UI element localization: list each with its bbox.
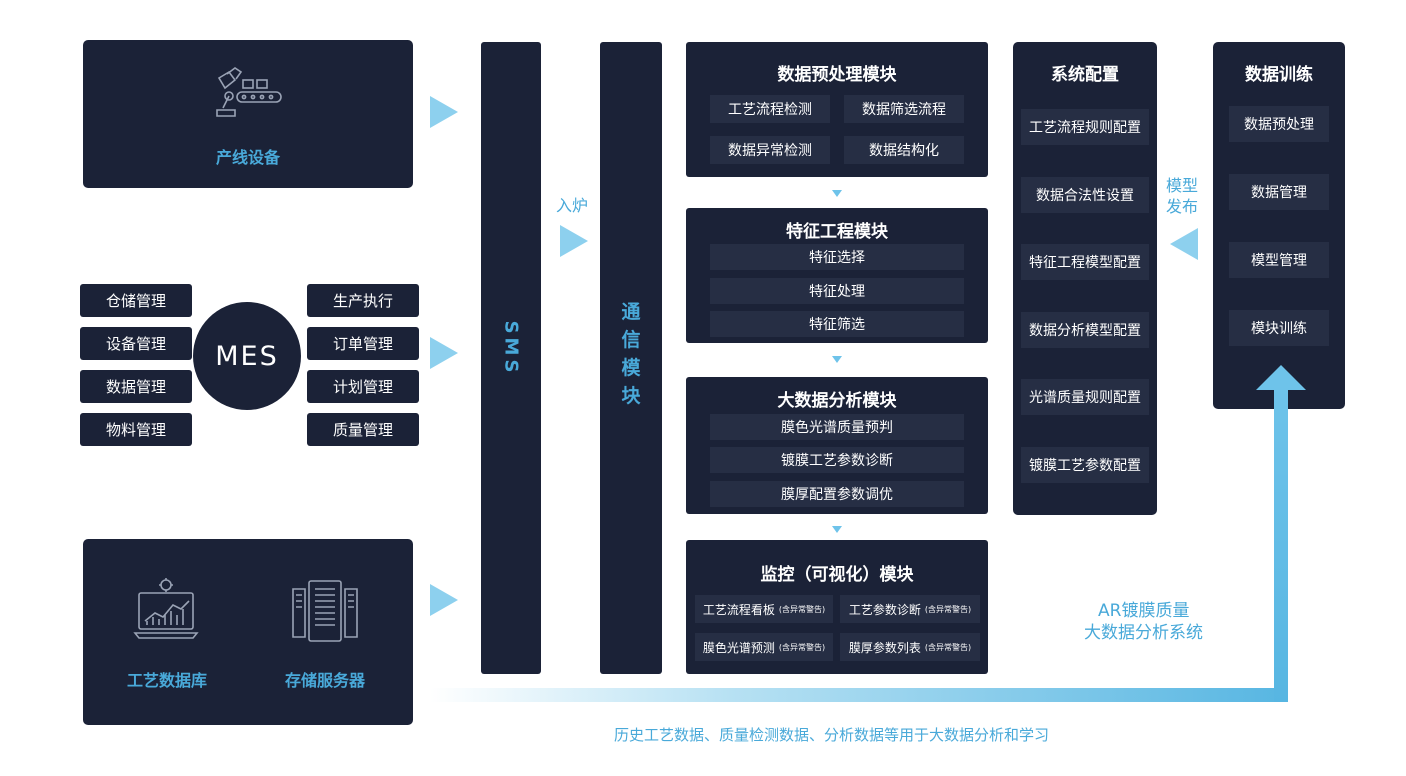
- mes-item-plan: 计划管理: [307, 370, 419, 403]
- config-title: 系统配置: [1051, 65, 1119, 85]
- preprocess-item: 工艺流程检测: [710, 95, 830, 123]
- robot-arm-conveyor-icon: [216, 67, 282, 117]
- preprocess-item: 数据筛选流程: [844, 95, 964, 123]
- config-item: 工艺流程规则配置: [1021, 109, 1149, 145]
- analysis-item: 膜色光谱质量预判: [710, 414, 964, 440]
- feature-item: 特征筛选: [710, 311, 964, 337]
- preprocess-item: 数据结构化: [844, 136, 964, 164]
- preprocess-title: 数据预处理模块: [777, 65, 897, 85]
- monitor-item: 工艺参数诊断(含异常警告): [840, 595, 980, 623]
- mes-item-production: 生产执行: [307, 284, 419, 317]
- training-item: 模型管理: [1229, 242, 1329, 278]
- config-item: 数据合法性设置: [1021, 177, 1149, 213]
- training-item: 数据预处理: [1229, 106, 1329, 142]
- config-item: 镀膜工艺参数配置: [1021, 447, 1149, 483]
- footer-caption: 历史工艺数据、质量检测数据、分析数据等用于大数据分析和学习: [614, 726, 1050, 744]
- feature-module: 特征工程模块 特征选择 特征处理 特征筛选: [686, 208, 988, 343]
- monitor-item: 工艺流程看板(含异常警告): [695, 595, 833, 623]
- arrow-right-icon: [430, 337, 458, 369]
- arrow-right-icon: [430, 96, 458, 128]
- arrow-right-icon: [430, 584, 458, 616]
- preprocess-module: 数据预处理模块 工艺流程检测 数据筛选流程 数据异常检测 数据结构化: [686, 42, 988, 177]
- system-name-1: AR镀膜质量: [1098, 601, 1190, 621]
- feature-item: 特征选择: [710, 244, 964, 270]
- training-title: 数据训练: [1245, 65, 1313, 85]
- monitor-module: 监控（可视化）模块 工艺流程看板(含异常警告) 工艺参数诊断(含异常警告) 膜色…: [686, 540, 988, 674]
- storage-panel: 工艺数据库 存储服务器: [83, 539, 413, 725]
- mes-item-device: 设备管理: [80, 327, 192, 360]
- feature-item: 特征处理: [710, 278, 964, 304]
- monitor-title: 监控（可视化）模块: [760, 565, 914, 585]
- mes-item-order: 订单管理: [307, 327, 419, 360]
- system-config-panel: 系统配置 工艺流程规则配置 数据合法性设置 特征工程模型配置 数据分析模型配置 …: [1013, 42, 1157, 515]
- mes-item-quality: 质量管理: [307, 413, 419, 446]
- entry-label: 入炉: [556, 196, 589, 215]
- comm-label: 通信模块: [621, 301, 641, 407]
- arrow-down-icon: [832, 190, 842, 197]
- data-training-panel: 数据训练 数据预处理 数据管理 模型管理 模块训练: [1213, 42, 1345, 409]
- training-item: 模块训练: [1229, 310, 1329, 346]
- analysis-item: 镀膜工艺参数诊断: [710, 447, 964, 473]
- monitor-item: 膜厚参数列表(含异常警告): [840, 633, 980, 661]
- arrow-right-icon: [560, 225, 588, 257]
- storage-label: 存储服务器: [284, 671, 365, 690]
- publish-label-2: 发布: [1166, 197, 1199, 216]
- mes-item-warehouse: 仓储管理: [80, 284, 192, 317]
- mes-item-material: 物料管理: [80, 413, 192, 446]
- comm-module-column: 通信模块: [600, 42, 662, 674]
- config-item: 数据分析模型配置: [1021, 312, 1149, 348]
- mes-circle: MES: [193, 302, 301, 410]
- preprocess-item: 数据异常检测: [710, 136, 830, 164]
- publish-label-1: 模型: [1166, 176, 1199, 195]
- equipment-label: 产线设备: [215, 148, 280, 167]
- analysis-module: 大数据分析模块 膜色光谱质量预判 镀膜工艺参数诊断 膜厚配置参数调优: [686, 377, 988, 514]
- database-chart-icon: [133, 578, 199, 639]
- mes-label: MES: [215, 340, 279, 372]
- config-item: 特征工程模型配置: [1021, 244, 1149, 280]
- database-label: 工艺数据库: [126, 671, 207, 690]
- analysis-item: 膜厚配置参数调优: [710, 481, 964, 507]
- arrow-down-icon: [832, 526, 842, 533]
- mes-item-data: 数据管理: [80, 370, 192, 403]
- config-item: 光谱质量规则配置: [1021, 379, 1149, 415]
- analysis-title: 大数据分析模块: [777, 391, 897, 411]
- arrow-down-icon: [832, 356, 842, 363]
- equipment-panel: 产线设备: [83, 40, 413, 188]
- server-rack-icon: [292, 580, 358, 642]
- arrow-left-icon: [1170, 228, 1198, 260]
- system-name-2: 大数据分析系统: [1084, 623, 1203, 643]
- sms-column: SMS: [481, 42, 541, 674]
- training-item: 数据管理: [1229, 174, 1329, 210]
- feature-title: 特征工程模块: [786, 222, 888, 242]
- monitor-item: 膜色光谱预测(含异常警告): [695, 633, 833, 661]
